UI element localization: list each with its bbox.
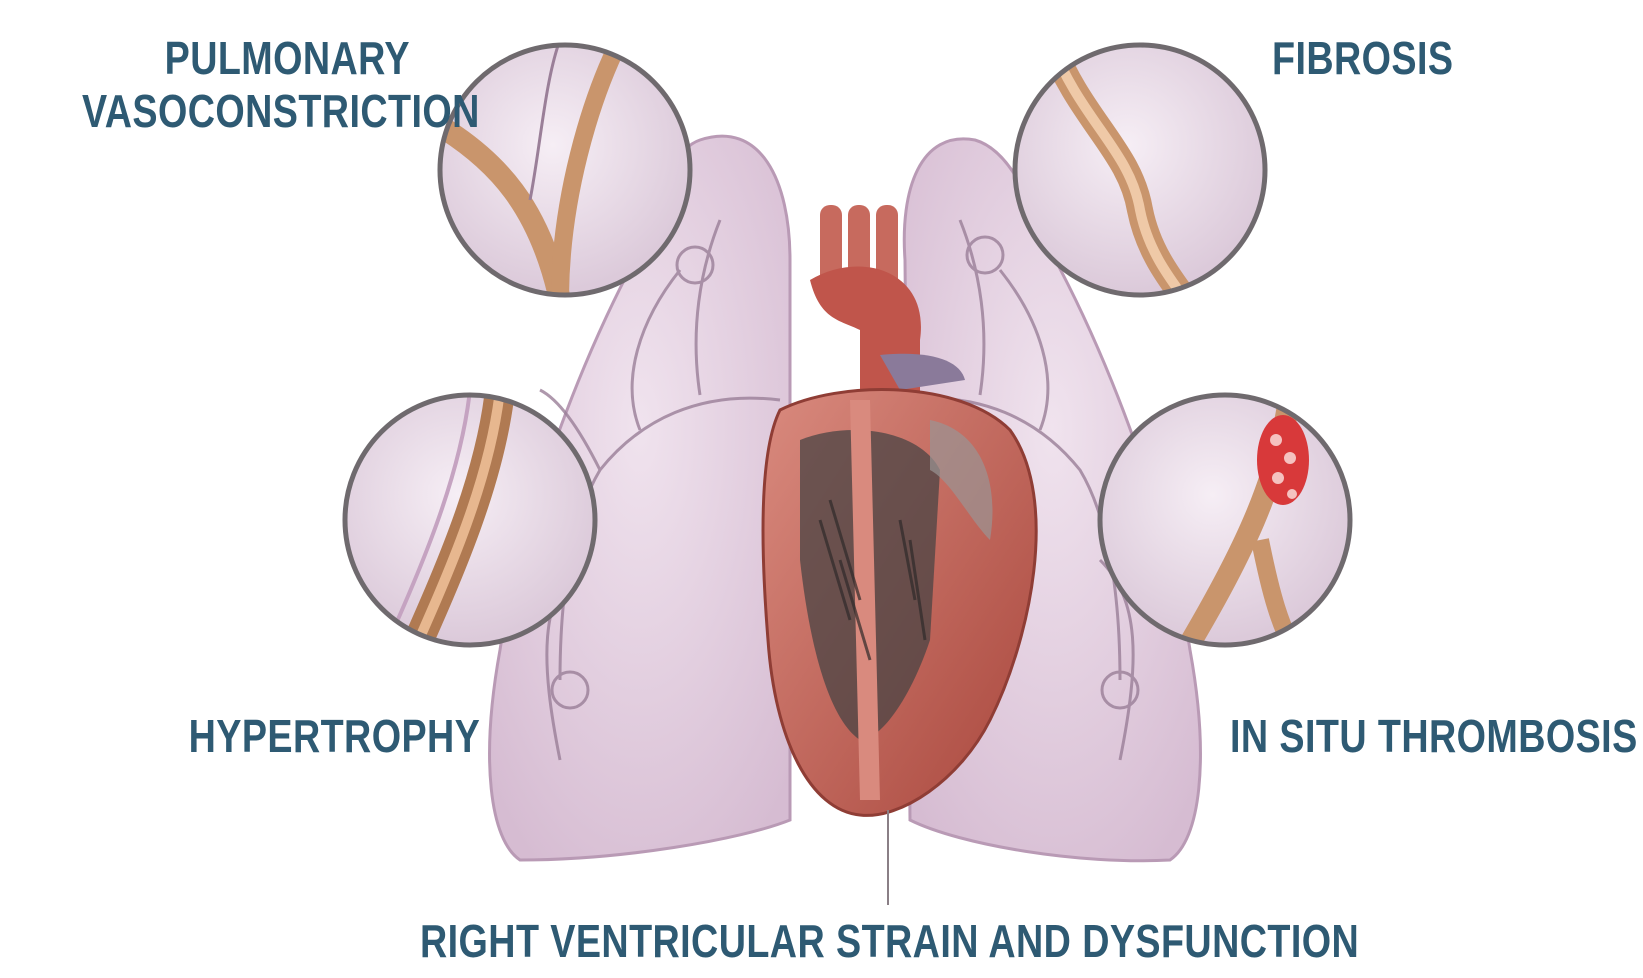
clot-icon — [1257, 415, 1309, 505]
label-hypertrophy: HYPERTROPHY — [189, 710, 410, 763]
label-in-situ-thrombosis: IN SITU THROMBOSIS — [1230, 710, 1638, 763]
label-pulmonary-vasoconstriction: PULMONARY VASOCONSTRICTION — [82, 32, 410, 138]
label-pulmonary-line2: VASOCONSTRICTION — [82, 85, 410, 138]
inset-vasoconstriction — [430, 40, 690, 300]
label-right-ventricular: RIGHT VENTRICULAR STRAIN AND DYSFUNCTION — [420, 915, 1359, 968]
label-pulmonary-line1: PULMONARY — [82, 32, 410, 85]
label-fibrosis: FIBROSIS — [1272, 32, 1453, 85]
